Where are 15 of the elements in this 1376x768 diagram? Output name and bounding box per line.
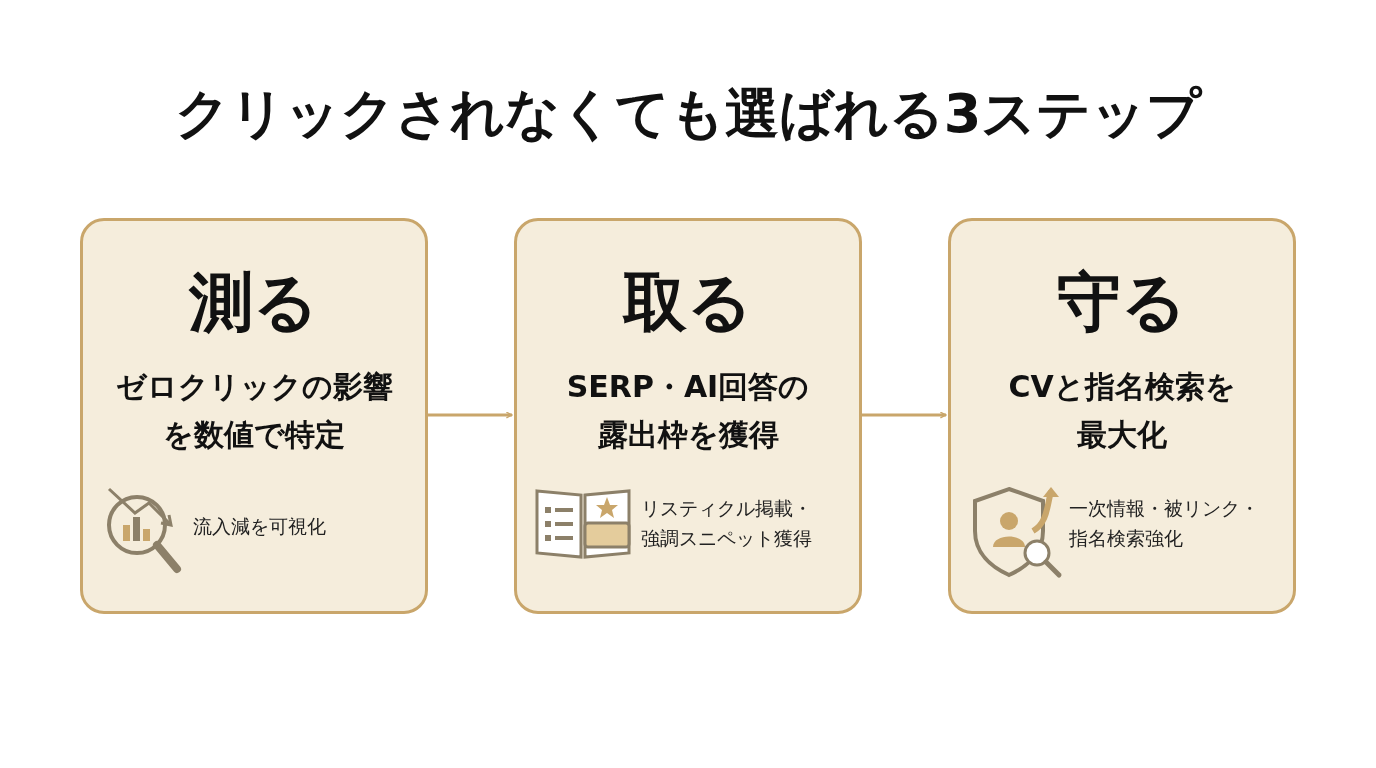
arrow [428, 411, 513, 419]
step-heading: 守る [1056, 264, 1188, 341]
step-detail: 流入減を可視化 [193, 514, 327, 539]
step-detail: リスティクル掲載・強調スニペット獲得 [641, 496, 813, 551]
step-detail: 一次情報・被リンク・指名検索強化 [1069, 496, 1260, 551]
step-card [80, 218, 428, 614]
step-subtitle: SERP・AI回答の露出枠を獲得 [565, 368, 811, 454]
step-heading: 測る [188, 264, 320, 341]
arrow [862, 411, 947, 419]
page-title: クリックされなくても選ばれる3ステップ [173, 81, 1204, 147]
step-subtitle: ゼロクリックの影響を数値で特定 [114, 368, 394, 454]
step-subtitle: CVと指名検索を最大化 [1007, 368, 1237, 454]
step-card [948, 218, 1296, 614]
step-card [514, 218, 862, 614]
step-heading: 取る [621, 264, 754, 341]
